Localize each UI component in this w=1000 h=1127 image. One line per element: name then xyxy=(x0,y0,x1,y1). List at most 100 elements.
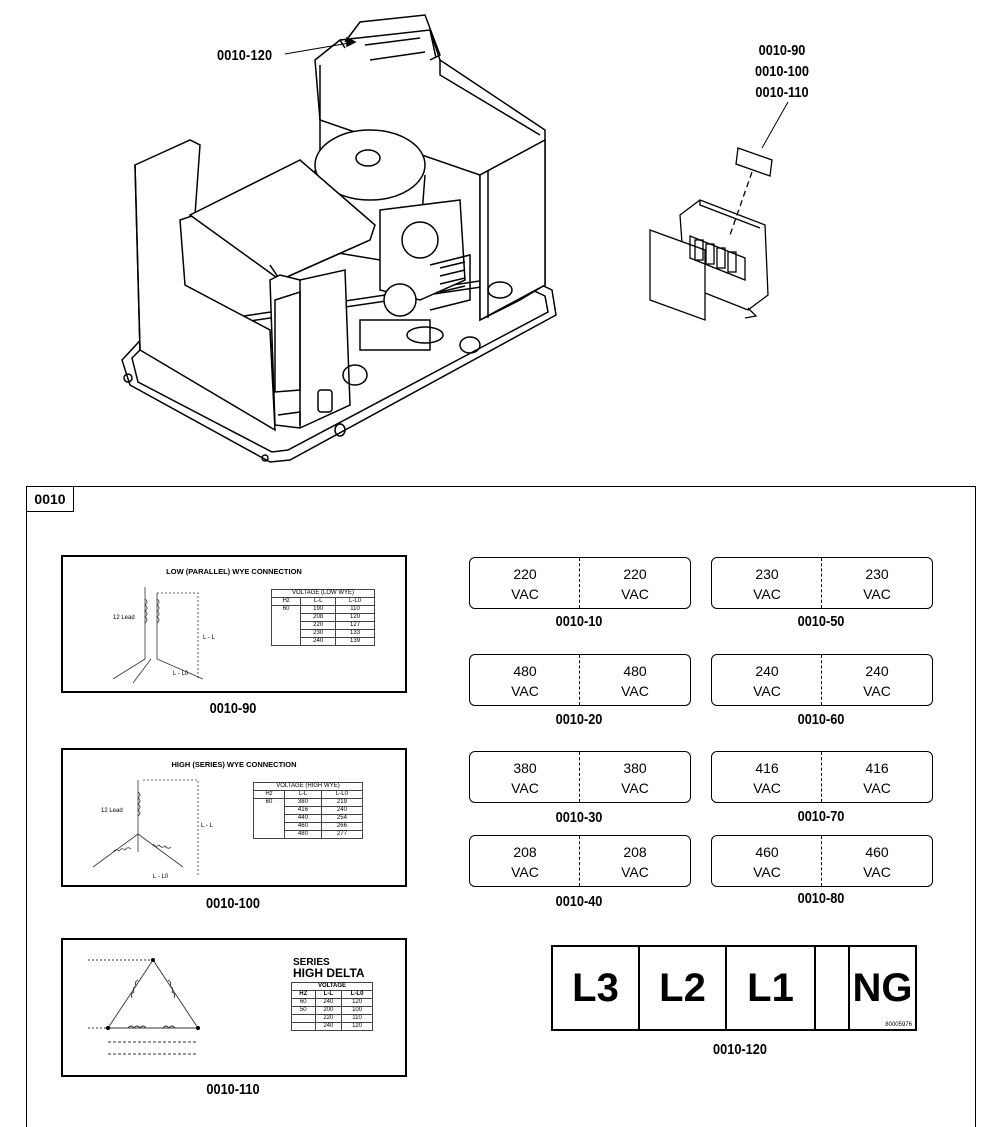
terminal-l1: L1 xyxy=(727,947,816,1029)
table-cell: 100 xyxy=(341,1006,373,1015)
voltage-label-caption: 0010-70 xyxy=(797,808,845,825)
voltage-value: 208 xyxy=(513,844,537,860)
table-title: VOLTAGE (LOW WYE) xyxy=(271,589,375,598)
label-divider xyxy=(821,558,822,608)
table-hz: 60 xyxy=(270,605,302,646)
terminal-strip-caption: 0010-120 xyxy=(713,1041,767,1058)
voltage-label-caption: 0010-50 xyxy=(797,613,845,630)
table-header: L-L0 xyxy=(341,990,373,999)
delta-diagram xyxy=(88,958,200,1055)
decal-high-delta: SERIES HIGH DELTA VOLTAGE HZ L-L L-L0 60… xyxy=(61,938,407,1077)
table-cell: 120 xyxy=(335,613,375,622)
table-cell: 240 xyxy=(314,998,343,1007)
voltage-unit: VAC xyxy=(863,586,891,602)
table-cell: 190 xyxy=(300,605,337,614)
voltage-unit: VAC xyxy=(511,683,539,699)
decal-title: LOW (PARALLEL) WYE CONNECTION xyxy=(166,567,302,576)
voltage-unit: VAC xyxy=(863,683,891,699)
table-cell: 120 xyxy=(341,1022,373,1031)
table-cell: 266 xyxy=(320,822,364,831)
table-cell xyxy=(291,1014,316,1023)
wye-diagram: 12 Lead L - L L - L0 xyxy=(92,779,213,880)
label-divider xyxy=(821,836,822,886)
voltage-value: 380 xyxy=(513,760,537,776)
table-header: L-L0 xyxy=(320,790,364,799)
callout-decal-110: 0010-110 xyxy=(755,84,809,101)
callout-decal-90: 0010-90 xyxy=(758,42,806,59)
voltage-label-caption: 0010-80 xyxy=(797,890,845,907)
ll-label: L - L xyxy=(203,635,215,641)
table-cell xyxy=(291,1022,316,1031)
voltage-value: 480 xyxy=(513,663,537,679)
delta-title: SERIES HIGH DELTA xyxy=(293,957,365,980)
table-header: HZ xyxy=(291,990,316,999)
table-cell: 460 xyxy=(284,822,322,831)
voltage-value: 416 xyxy=(755,760,779,776)
voltage-value: 240 xyxy=(755,663,779,679)
decal-caption: 0010-90 xyxy=(209,700,257,717)
lead-label: 12 Lead xyxy=(113,615,135,621)
terminal-blank xyxy=(816,947,850,1029)
table-cell: 240 xyxy=(314,1022,343,1031)
table-cell: 208 xyxy=(300,613,337,622)
voltage-unit: VAC xyxy=(753,586,781,602)
voltage-value: 460 xyxy=(865,844,889,860)
decal-low-wye: LOW (PARALLEL) WYE CONNECTION 12 Lead L … xyxy=(61,555,407,693)
table-cell: 200 xyxy=(314,1006,343,1015)
voltage-value: 220 xyxy=(623,566,647,582)
table-cell: 240 xyxy=(300,637,337,646)
terminal-ng: NG xyxy=(852,966,913,1010)
voltage-unit: VAC xyxy=(511,864,539,880)
voltage-label-caption: 0010-40 xyxy=(555,893,603,910)
voltage-unit: VAC xyxy=(511,586,539,602)
voltage-label-caption: 0010-10 xyxy=(555,613,603,630)
table-cell: 480 xyxy=(284,830,322,839)
label-divider xyxy=(821,752,822,802)
voltage-label-caption: 0010-60 xyxy=(797,711,845,728)
table-header: L-L0 xyxy=(335,597,375,606)
voltage-value: 230 xyxy=(865,566,889,582)
voltage-unit: VAC xyxy=(621,780,649,796)
table-header: L-L xyxy=(314,990,343,999)
label-divider xyxy=(821,655,822,705)
decal-caption: 0010-100 xyxy=(206,895,260,912)
label-divider xyxy=(579,655,580,705)
table-cell: 277 xyxy=(320,830,364,839)
decal-caption: 0010-110 xyxy=(206,1081,260,1098)
terminal-l3: L3 xyxy=(553,947,640,1029)
ll0-label: L - L0 xyxy=(173,671,189,677)
wye-diagram: 12 Lead L - L L - L0 xyxy=(112,587,215,684)
voltage-value: 416 xyxy=(865,760,889,776)
voltage-unit: VAC xyxy=(621,864,649,880)
table-cell: 110 xyxy=(341,1014,373,1023)
terminal-strip-label: L3 L2 L1 NG 80005976 xyxy=(551,945,917,1031)
parts-frame xyxy=(26,486,976,1127)
label-divider xyxy=(579,836,580,886)
voltage-value: 480 xyxy=(623,663,647,679)
voltage-value: 230 xyxy=(755,566,779,582)
voltage-unit: VAC xyxy=(863,864,891,880)
delta-title-line1: SERIES xyxy=(293,957,330,968)
voltage-value: 220 xyxy=(513,566,537,582)
callout-decal-100: 0010-100 xyxy=(755,63,809,80)
decal-high-wye: HIGH (SERIES) WYE CONNECTION 12 Lead L -… xyxy=(61,748,407,887)
voltage-unit: VAC xyxy=(753,683,781,699)
